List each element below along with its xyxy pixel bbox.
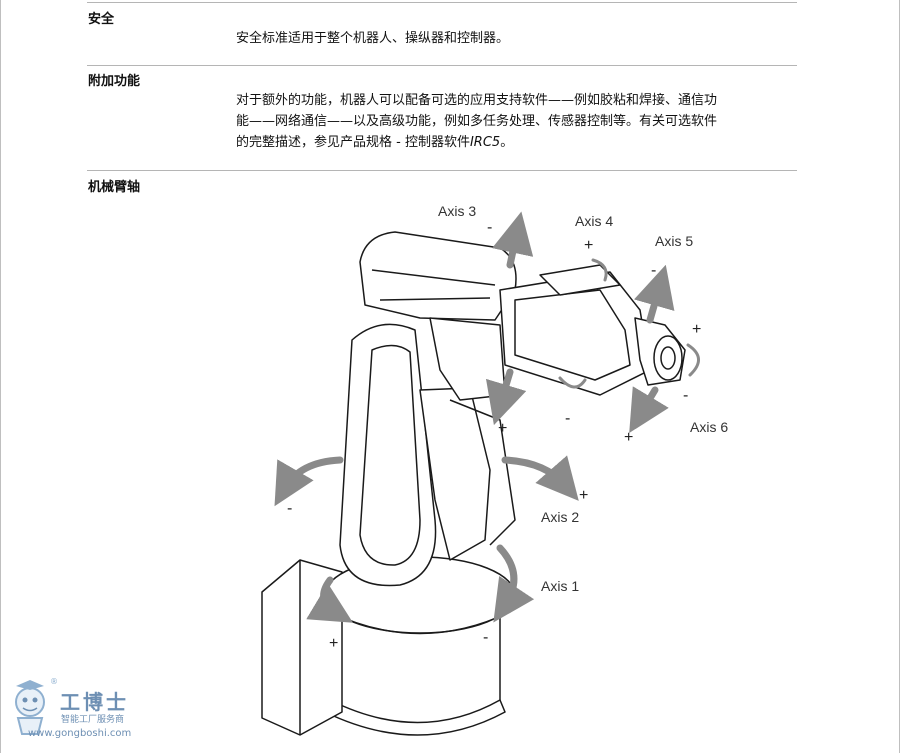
watermark-mascot-logo: ® xyxy=(15,677,58,735)
robot-base-flange xyxy=(324,699,506,736)
robot-shoulder-side xyxy=(449,399,516,546)
section-divider xyxy=(87,2,797,3)
axis1-minus-sign: - xyxy=(483,629,488,646)
axis3-direction-arrow xyxy=(485,368,527,426)
axis4-label: Axis 4 xyxy=(575,213,613,229)
registered-mark: ® xyxy=(50,677,58,686)
watermark-brand: 工博士 xyxy=(60,690,129,714)
page-left-border xyxy=(0,0,1,753)
section-heading-safety: 安全 xyxy=(88,12,115,27)
axis2-label: Axis 2 xyxy=(541,509,579,525)
axis6-label: Axis 6 xyxy=(690,419,728,435)
section-text-additional-functions: 对于额外的功能，机器人可以配备可选的应用支持软件——例如胶粘和焊接、通信功 能—… xyxy=(236,90,801,153)
axis3-minus-sign: - xyxy=(487,219,492,236)
product-name: IRC5 xyxy=(469,135,501,150)
axis5-plus-sign: + xyxy=(624,429,633,446)
axis1-label: Axis 1 xyxy=(541,578,579,594)
axis6-plus-sign: + xyxy=(692,321,701,338)
axis4-rotation-arrow xyxy=(591,258,608,282)
axis6-rotation-arrow xyxy=(686,343,700,377)
axis5-minus-sign: - xyxy=(651,262,656,279)
section-divider xyxy=(87,170,797,171)
robot-forearm-top xyxy=(539,264,621,296)
axis5-label: Axis 5 xyxy=(655,233,693,249)
axis2-plus-sign: + xyxy=(579,487,588,504)
axis6-minus-sign: - xyxy=(683,387,688,404)
robot-elbow xyxy=(429,317,506,401)
watermark-url: www.gongboshi.com xyxy=(28,728,132,739)
axis3-direction-arrow xyxy=(492,211,534,269)
section-text-safety: 安全标准适用于整个机器人、操纵器和控制器。 xyxy=(236,31,510,46)
axis2-rotation-arrow xyxy=(501,455,579,501)
axis5-direction-arrow xyxy=(634,264,675,324)
robot-lower-arm xyxy=(339,323,437,587)
axis3-plus-sign: + xyxy=(498,420,507,437)
section-divider xyxy=(87,65,797,66)
section-heading-additional-functions: 附加功能 xyxy=(88,74,141,89)
axis1-rotation-arrow xyxy=(306,576,354,623)
text-line: 能——网络通信——以及高级功能，例如多任务处理、传感器控制等。有关可选软件 xyxy=(236,114,718,129)
axis5-direction-arrow xyxy=(629,386,669,434)
text-fragment: 。 xyxy=(500,135,514,150)
axis4-minus-sign: - xyxy=(565,410,570,427)
section-heading-robot-axes: 机械臂轴 xyxy=(88,180,141,195)
axis4-rotation-arrow xyxy=(558,376,587,389)
axis3-label: Axis 3 xyxy=(438,203,476,219)
axis2-minus-sign: - xyxy=(287,500,292,517)
text-line: 的完整描述，参见产品规格 - 控制器软件IRC5。 xyxy=(236,132,801,153)
text-fragment: 的完整描述，参见产品规格 - 控制器软件 xyxy=(236,135,470,150)
axis4-plus-sign: + xyxy=(584,237,593,254)
axis2-rotation-arrow xyxy=(274,456,344,507)
text-line: 对于额外的功能，机器人可以配备可选的应用支持软件——例如胶粘和焊接、通信功 xyxy=(236,93,718,108)
robot-tool-flange xyxy=(653,335,683,381)
watermark-tagline: 智能工厂服务商 xyxy=(61,715,125,725)
axis1-plus-sign: + xyxy=(329,635,338,652)
robot-upper-arm-housing xyxy=(359,231,517,321)
axis1-rotation-arrow xyxy=(493,544,535,623)
